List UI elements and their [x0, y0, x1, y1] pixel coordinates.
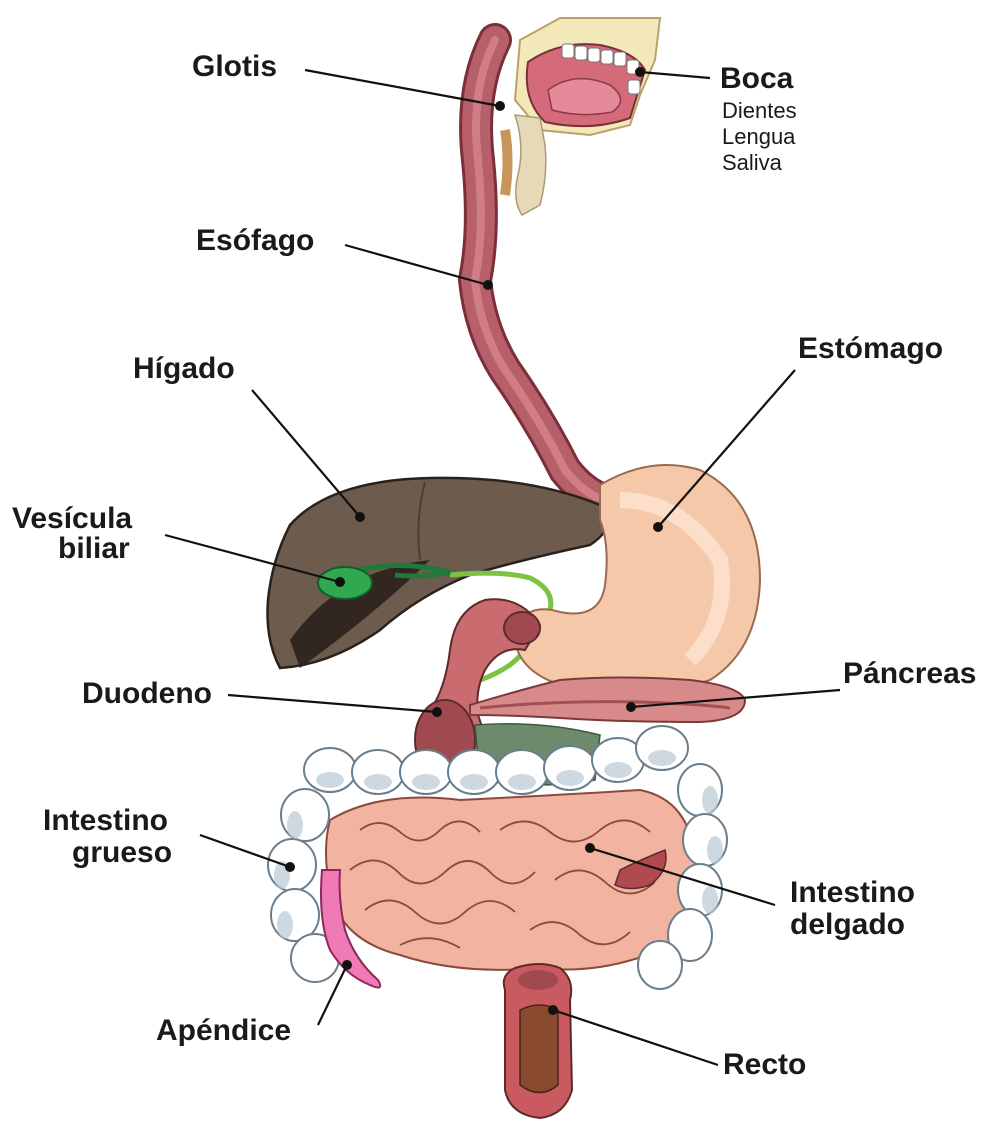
label-estomago: Estómago [798, 332, 943, 365]
rectum [504, 964, 572, 1118]
label-recto: Recto [723, 1048, 806, 1081]
label-vesicula-line2: biliar [58, 532, 130, 565]
label-higado: Hígado [133, 352, 235, 385]
label-intestino-delgado-line2: delgado [790, 908, 905, 941]
label-intestino-grueso-line1: Intestino [43, 804, 168, 837]
label-vesicula-line1: Vesícula [12, 502, 132, 535]
label-pancreas: Páncreas [843, 657, 976, 690]
label-dientes: Dientes [722, 98, 797, 123]
label-saliva: Saliva [722, 150, 783, 175]
label-esofago: Esófago [196, 224, 314, 257]
pancreas [470, 678, 745, 723]
label-glotis: Glotis [192, 50, 277, 83]
label-intestino-grueso-line2: grueso [72, 836, 172, 869]
label-intestino-delgado-line1: Intestino [790, 876, 915, 909]
label-apendice: Apéndice [156, 1014, 291, 1047]
label-duodeno: Duodeno [82, 677, 212, 710]
label-lengua: Lengua [722, 124, 796, 149]
small-intestine [326, 790, 696, 970]
mouth-illustration [505, 18, 660, 215]
label-boca: Boca [720, 62, 794, 95]
